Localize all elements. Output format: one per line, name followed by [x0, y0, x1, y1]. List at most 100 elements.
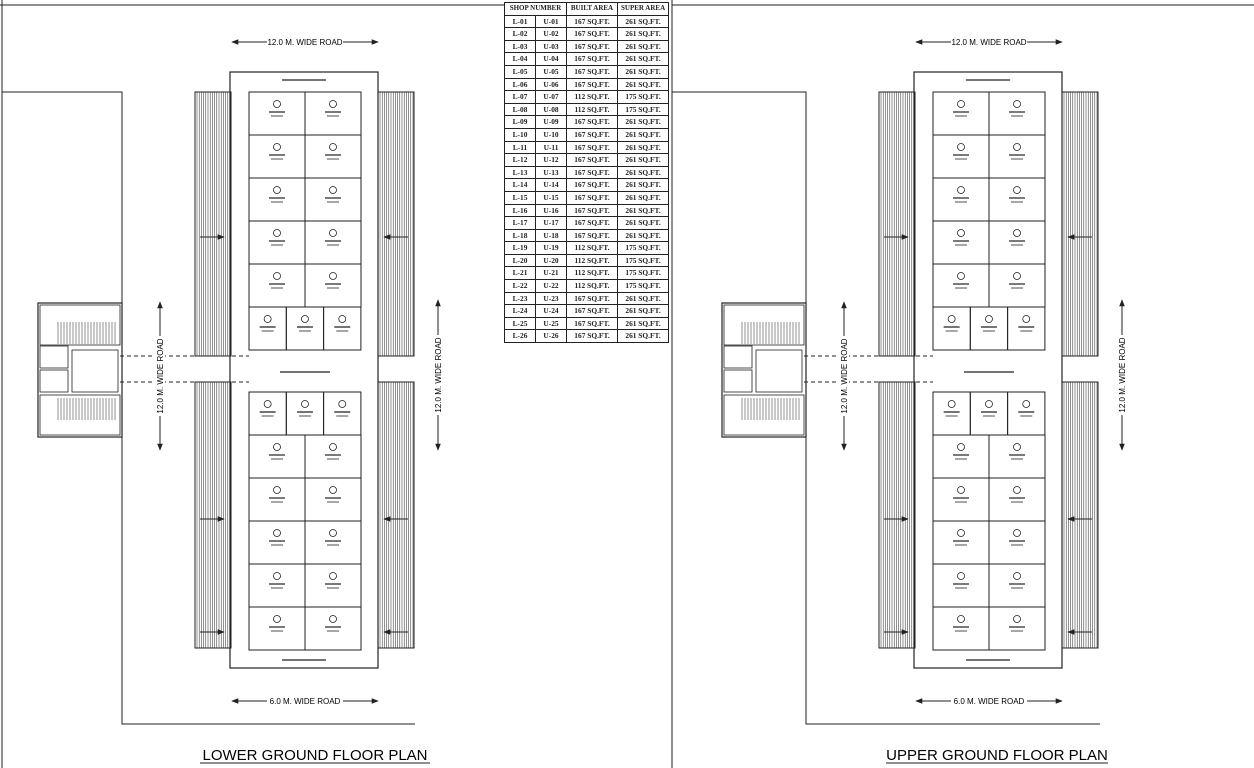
shop-unit	[248, 520, 306, 565]
shop-unit	[248, 220, 306, 265]
shop-number-circle	[957, 229, 965, 237]
cell-lower-shop: L-01	[504, 14, 536, 29]
shop-unit	[304, 606, 362, 651]
shop-number-circle	[1013, 443, 1021, 451]
shop-number-circle	[263, 400, 272, 408]
shop-outline	[988, 434, 1046, 479]
cell-super-area: 261 SQ.FT.	[616, 329, 670, 344]
corridor-border	[1061, 381, 1099, 649]
shop-unit	[932, 263, 990, 308]
shop-unit	[285, 306, 325, 351]
shop-unit	[323, 306, 362, 351]
shop-number-circle	[329, 186, 337, 194]
cell-lower-shop: L-24	[504, 304, 536, 318]
stair-bottom	[723, 394, 805, 436]
cell-super-area: 175 SQ.FT.	[616, 266, 670, 281]
shop-outline	[304, 263, 362, 308]
cell-super-area: 261 SQ.FT.	[616, 190, 670, 205]
shop-number-circle	[957, 443, 965, 451]
cell-lower-shop: L-11	[504, 140, 536, 155]
shop-outline	[248, 134, 306, 179]
shop-unit	[304, 134, 362, 179]
cell-upper-shop: U-08	[535, 102, 567, 117]
lift-car	[723, 345, 753, 369]
shop-outline	[248, 477, 306, 522]
shop-outline	[988, 563, 1046, 608]
cell-built-area: 167 SQ.FT.	[566, 140, 618, 155]
cell-upper-shop: U-25	[535, 316, 567, 331]
cell-built-area: 112 SQ.FT.	[566, 279, 618, 293]
stair-top	[723, 304, 805, 346]
shop-outline	[932, 391, 971, 436]
shop-outline	[248, 606, 306, 651]
cell-super-area: 261 SQ.FT.	[616, 304, 670, 318]
cell-upper-shop: U-24	[535, 304, 567, 318]
cell-super-area: 261 SQ.FT.	[616, 178, 670, 192]
shop-outline	[932, 263, 990, 308]
top-road-label: 12.0 M. WIDE ROAD	[267, 38, 342, 47]
cell-lower-shop: L-07	[504, 90, 536, 104]
shop-unit	[304, 91, 362, 136]
cell-built-area: 167 SQ.FT.	[566, 216, 618, 230]
shop-outline	[304, 134, 362, 179]
shop-outline	[988, 134, 1046, 179]
shop-unit	[248, 91, 306, 136]
lift-lobby	[755, 349, 803, 393]
shop-unit	[248, 177, 306, 222]
shop-unit	[988, 434, 1046, 479]
cell-built-area: 112 SQ.FT.	[566, 90, 618, 104]
shop-outline	[304, 220, 362, 265]
cell-built-area: 167 SQ.FT.	[566, 14, 618, 29]
cell-built-area: 167 SQ.FT.	[566, 64, 618, 79]
shop-number-circle	[1013, 615, 1021, 623]
cell-super-area: 261 SQ.FT.	[616, 140, 670, 155]
shop-unit	[932, 391, 971, 436]
shop-outline	[248, 220, 306, 265]
shop-number-circle	[329, 100, 337, 108]
shop-outline	[932, 91, 990, 136]
cell-built-area: 167 SQ.FT.	[566, 228, 618, 243]
shop-outline	[988, 177, 1046, 222]
shop-number-circle	[947, 400, 956, 408]
shop-unit	[932, 606, 990, 651]
shop-unit	[969, 306, 1009, 351]
stair-lift-block	[721, 302, 807, 438]
cell-lower-shop: L-14	[504, 178, 536, 192]
shop-outline	[1007, 391, 1046, 436]
shop-outline	[988, 520, 1046, 565]
cell-upper-shop: U-01	[535, 14, 567, 29]
shop-outline	[248, 263, 306, 308]
cell-super-area: 261 SQ.FT.	[616, 77, 670, 92]
cell-built-area: 167 SQ.FT.	[566, 39, 618, 54]
shop-outline	[988, 220, 1046, 265]
shop-unit	[304, 520, 362, 565]
cell-lower-shop: L-26	[504, 329, 536, 344]
cell-super-area: 261 SQ.FT.	[616, 291, 670, 306]
cell-upper-shop: U-03	[535, 39, 567, 54]
shop-number-circle	[273, 615, 281, 623]
shop-number-circle	[957, 143, 965, 151]
cell-built-area: 167 SQ.FT.	[566, 52, 618, 66]
shop-unit	[988, 520, 1046, 565]
shop-number-circle	[957, 272, 965, 280]
shop-outline	[988, 91, 1046, 136]
shop-number-circle	[329, 615, 337, 623]
shop-unit	[932, 563, 990, 608]
shop-outline	[285, 306, 325, 351]
stair-block-outline	[721, 302, 807, 438]
cell-built-area: 167 SQ.FT.	[566, 27, 618, 41]
right-road-label: 12.0 M. WIDE ROAD	[1118, 337, 1127, 412]
cell-upper-shop: U-02	[535, 27, 567, 41]
shop-outline	[248, 434, 306, 479]
cell-lower-shop: L-22	[504, 279, 536, 293]
